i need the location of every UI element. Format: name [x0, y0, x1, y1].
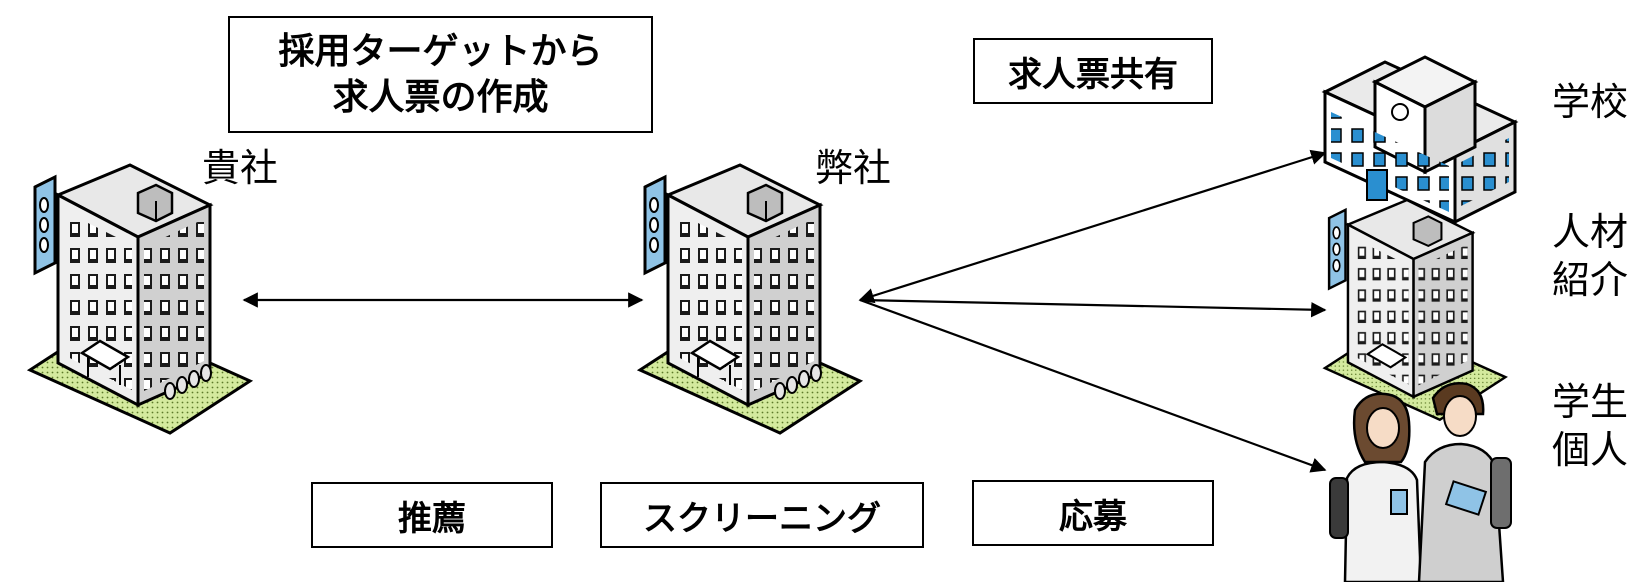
share-posting-label: 求人票共有: [1008, 54, 1178, 95]
individual-label: 学生 個人: [1552, 378, 1628, 474]
create-posting-line1: 採用ターゲットから: [278, 30, 603, 72]
agency-label-line2: 紹介: [1552, 258, 1629, 302]
agency-label-line1: 人材: [1552, 210, 1629, 254]
arrow-to-agency: [859, 298, 1327, 318]
screening-label: スクリーニング: [643, 498, 881, 539]
arrow-to-school: [858, 149, 1327, 304]
recommend-box: 推薦: [311, 482, 553, 548]
create-posting-line2: 求人票の作成: [332, 76, 549, 118]
individual-label-line2: 個人: [1552, 428, 1629, 472]
school-label: 学校: [1552, 80, 1629, 124]
agency-building-icon: [1322, 198, 1508, 422]
create-posting-box: 採用ターゲットから 求人票の作成: [228, 16, 653, 133]
office-building-icon: [636, 163, 864, 435]
recommend-label: 推薦: [398, 498, 466, 539]
school-building-icon: [1321, 55, 1519, 225]
apply-label: 応募: [1059, 496, 1127, 537]
office-building-icon: [26, 163, 254, 435]
agency-label: 人材 紹介: [1552, 208, 1628, 304]
apply-box: 応募: [972, 480, 1214, 546]
your-company-label: 貴社: [202, 146, 279, 190]
arrow-to-individual: [859, 298, 1327, 473]
screening-box: スクリーニング: [600, 482, 924, 548]
students-icon: [1329, 382, 1512, 582]
share-posting-box: 求人票共有: [973, 38, 1213, 104]
individual-label-line1: 学生: [1552, 380, 1629, 424]
